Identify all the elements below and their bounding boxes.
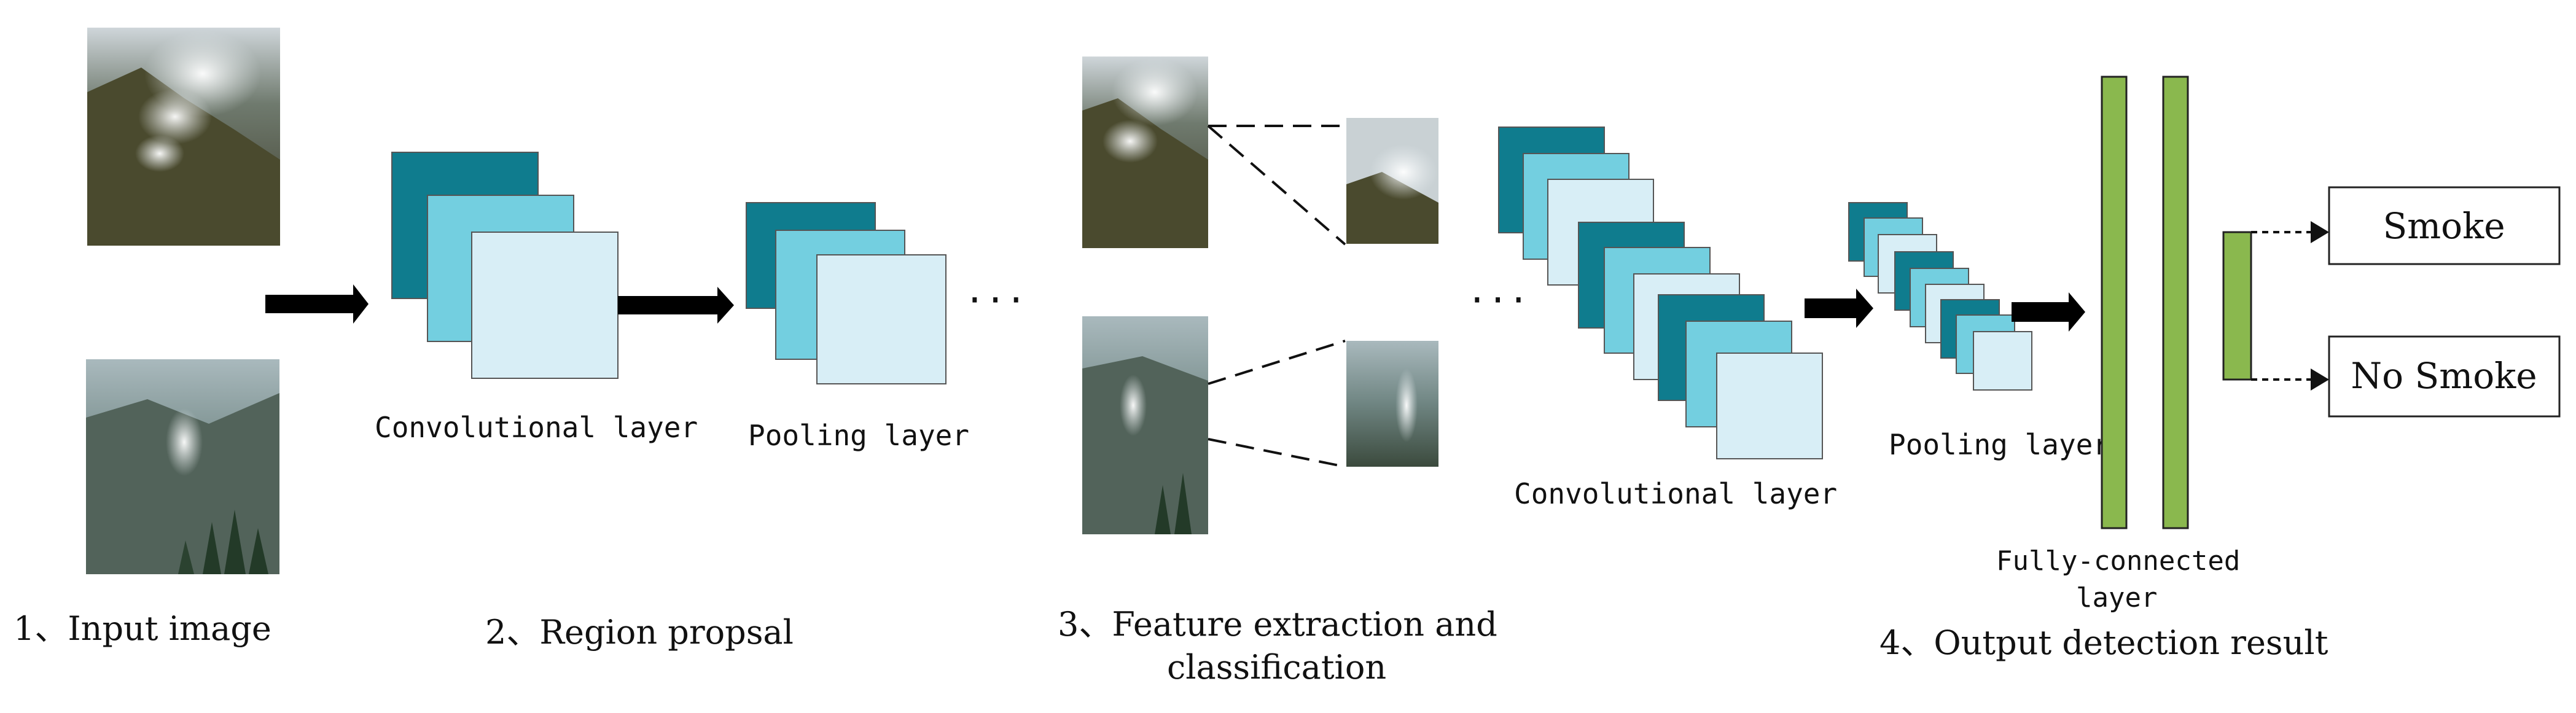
- fully-connected-label-line2: layer: [2076, 582, 2157, 614]
- input-image-top: [87, 28, 280, 246]
- step-caption-2: 2、Region propsal: [485, 613, 794, 652]
- arrow-right-icon: [2012, 292, 2085, 332]
- output-label-smoke: Smoke: [2383, 205, 2505, 247]
- ellipsis-2: ···: [1467, 281, 1529, 321]
- arrow-right-icon: [2311, 221, 2329, 243]
- output-box-smoke: [2328, 186, 2561, 265]
- pooling-layer-label-2: Pooling layer: [1889, 428, 2110, 461]
- arrow-right-icon: [265, 284, 369, 324]
- pooling-layer-block-1: [746, 202, 946, 384]
- feature-image-top: [1082, 56, 1208, 248]
- arrow-right-icon: [618, 287, 734, 324]
- output-neuron-bar: [2222, 231, 2252, 381]
- fully-connected-label-line1: Fully-connected: [1996, 545, 2240, 577]
- crop-image-top: [1346, 118, 1438, 244]
- fully-connected-layer: [2101, 76, 2189, 529]
- step-caption-3-line1: 3、Feature extraction and: [1058, 605, 1497, 644]
- arrow-right-icon: [1805, 289, 1873, 328]
- pooling-layer-label-1: Pooling layer: [748, 419, 969, 452]
- conv-layer-label-1: Convolutional layer: [375, 411, 698, 444]
- input-image-bottom: [86, 359, 279, 574]
- step-caption-3-line2: classification: [1167, 648, 1386, 687]
- step-caption-1: 1、Input image: [14, 609, 271, 648]
- conv-layer-block-2: [1498, 127, 1823, 459]
- conv-layer-block-1: [391, 152, 619, 379]
- output-box-no-smoke: [2328, 335, 2561, 418]
- arrow-right-icon: [2311, 368, 2329, 391]
- ellipsis-1: ···: [964, 281, 1026, 321]
- output-connectors: [2251, 231, 2311, 381]
- crop-image-bottom: [1346, 341, 1438, 467]
- output-label-no-smoke: No Smoke: [2351, 355, 2537, 397]
- crop-lines: [1207, 125, 1346, 468]
- conv-layer-label-2: Convolutional layer: [1514, 477, 1837, 510]
- feature-image-bottom: [1082, 316, 1208, 534]
- step-caption-4: 4、Output detection result: [1879, 623, 2328, 662]
- pooling-layer-block-2: [1848, 202, 2032, 391]
